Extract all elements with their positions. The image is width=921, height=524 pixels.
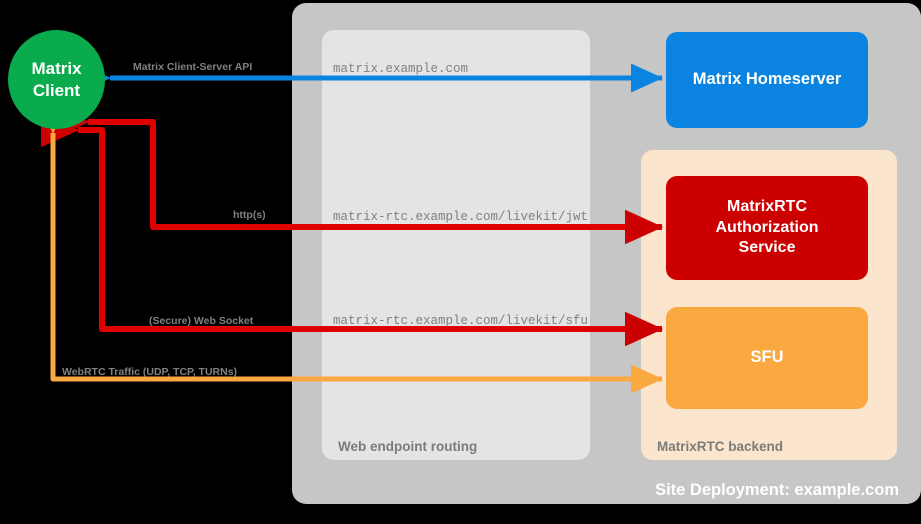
client-label-line1: Matrix — [31, 59, 82, 79]
auth-label-line2: Authorization — [715, 218, 819, 236]
node-matrix-homeserver-label: Matrix Homeserver — [692, 70, 842, 89]
client-label-line2: Client — [32, 80, 81, 100]
endpoint-url-matrix: matrix.example.com — [333, 62, 469, 76]
web-endpoint-routing-label: Web endpoint routing — [338, 439, 478, 454]
web-endpoint-routing-panel — [322, 30, 590, 460]
node-auth-service-label: MatrixRTC Authorization Service — [715, 197, 818, 258]
edge-label-sfu-websocket: (Secure) Web Socket — [149, 315, 254, 327]
endpoint-url-livekit-jwt: matrix-rtc.example.com/livekit/jwt — [333, 210, 589, 224]
node-matrix-client-label: Matrix Client — [31, 58, 81, 101]
edge-label-jwt-http: http(s) — [233, 209, 266, 221]
auth-label-line3: Service — [738, 239, 796, 257]
node-matrix-client[interactable]: Matrix Client — [8, 30, 105, 129]
node-sfu-label: SFU — [750, 348, 784, 367]
auth-label-line1: MatrixRTC — [726, 198, 807, 216]
edge-label-webrtc-traffic: WebRTC Traffic (UDP, TCP, TURNs) — [62, 366, 238, 378]
node-matrix-homeserver[interactable]: Matrix Homeserver — [666, 32, 868, 128]
matrixrtc-backend-label: MatrixRTC backend — [657, 439, 784, 454]
node-matrixrtc-authorization-service[interactable]: MatrixRTC Authorization Service — [666, 176, 868, 280]
endpoint-url-livekit-sfu: matrix-rtc.example.com/livekit/sfu — [333, 314, 589, 328]
node-sfu[interactable]: SFU — [666, 307, 868, 409]
site-deployment-label: Site Deployment: example.com — [655, 481, 899, 499]
edge-label-client-server-api: Matrix Client-Server API — [133, 61, 253, 73]
